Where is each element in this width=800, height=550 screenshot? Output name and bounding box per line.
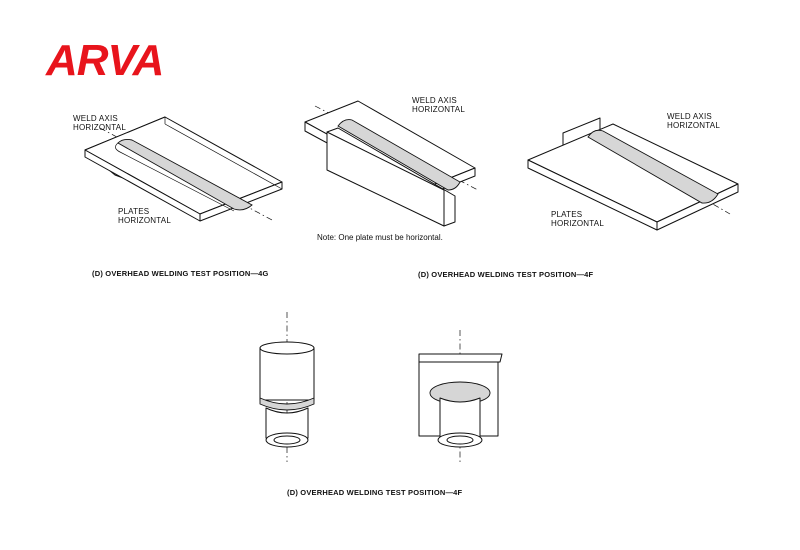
fillet-bead (337, 119, 461, 191)
weld-axis-label: WELD AXIS (73, 114, 118, 123)
plates-label-2: HORIZONTAL (118, 216, 171, 225)
weld-axis-label-2: HORIZONTAL (73, 123, 126, 132)
weld-bead (117, 138, 253, 211)
caption-pipe-4f: (D) OVERHEAD WELDING TEST POSITION—4F (287, 488, 463, 497)
pipe-body (439, 397, 481, 439)
small-pipe-bore (273, 435, 301, 445)
plates-label: PLATES (118, 207, 149, 216)
weld-axis-label-2: HORIZONTAL (412, 105, 465, 114)
large-pipe-body (259, 347, 315, 401)
small-pipe-body (265, 407, 309, 439)
plates-label-2: HORIZONTAL (551, 219, 604, 228)
pipe-to-pipe-diagram (259, 312, 315, 462)
large-pipe-top (259, 341, 315, 355)
caption-4g: (D) OVERHEAD WELDING TEST POSITION—4G (92, 269, 269, 278)
lap-4f-diagram: WELD AXIS HORIZONTAL PLATES HORIZONTAL (527, 112, 739, 231)
caption-tjoint-4f: (D) OVERHEAD WELDING TEST POSITION—4F (418, 270, 594, 279)
plate-4g-diagram: WELD AXIS HORIZONTAL PLATES HORIZONTAL (… (73, 114, 283, 278)
note-text: Note: One plate must be horizontal. (317, 233, 443, 242)
pipe-weld-bead (429, 381, 491, 405)
plate-top-edge (418, 353, 503, 363)
weld-axis-label: WELD AXIS (412, 96, 457, 105)
pipe-weld-bead (259, 397, 315, 411)
weld-axis-label-2: HORIZONTAL (667, 121, 720, 130)
pipe-to-plate-diagram (418, 330, 503, 462)
arva-logo: ARVA (45, 36, 164, 85)
pipe-bore (446, 435, 474, 445)
tjoint-4f-diagram: WELD AXIS HORIZONTAL Note: One plate mus… (304, 96, 594, 279)
plates-label: PLATES (551, 210, 582, 219)
weld-bead (587, 129, 719, 204)
weld-axis-label: WELD AXIS (667, 112, 712, 121)
logo-text: ARVA (45, 36, 163, 85)
